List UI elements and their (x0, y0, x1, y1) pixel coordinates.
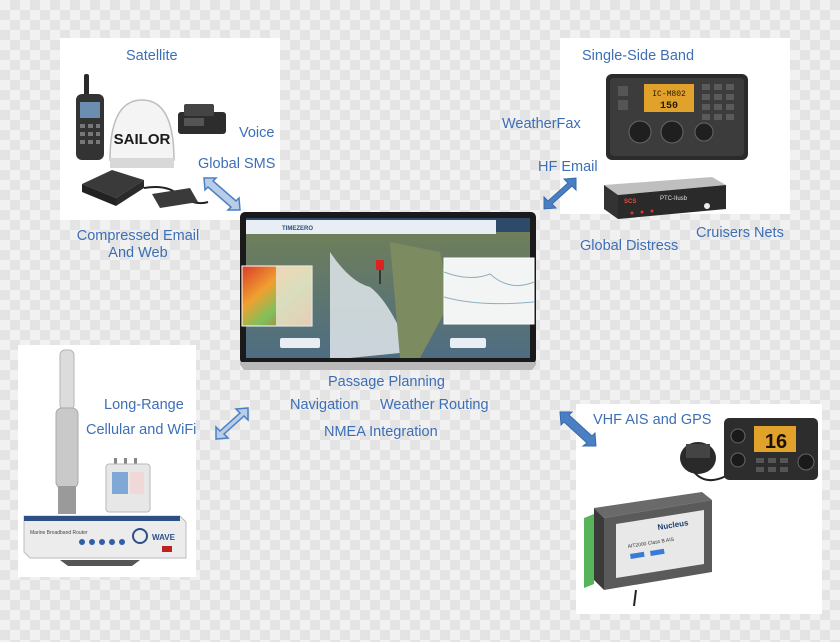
ssb-display-line2: 150 (660, 101, 678, 112)
modem-model: PTC-IIusb (660, 196, 688, 202)
label-weatherfax: WeatherFax (502, 116, 581, 132)
vhf-radio-icon: 16 (680, 418, 818, 482)
router-brand: WAVE (152, 533, 176, 542)
label-compressed-email-line2: And Web (108, 245, 168, 261)
modem-brand: SCS (624, 199, 636, 205)
ssb-radio-icon: IC-M802 150 (606, 74, 748, 160)
cellular-link-arrow (215, 407, 249, 440)
label-hf-email: HF Email (538, 159, 598, 175)
label-global-distress: Global Distress (580, 238, 679, 254)
router-model: Marine Broadband Router (30, 530, 88, 536)
label-nmea-integration: NMEA Integration (324, 424, 438, 440)
label-vhf-ais-gps: VHF AIS and GPS (593, 412, 712, 428)
label-single-side-band: Single-Side Band (582, 48, 695, 64)
wifi-extender-icon (105, 458, 151, 513)
label-long-range: Long-Range (104, 397, 184, 413)
label-voice: Voice (239, 125, 275, 141)
label-global-sms: Global SMS (198, 156, 276, 172)
ais-transponder-icon: Nucleus AIT2000 Class B AIS (584, 492, 712, 607)
label-cellular-wifi: Cellular and WiFi (86, 422, 197, 438)
label-compressed-email: Compressed Email And Web (70, 228, 206, 262)
sailor-dome-icon: SAILOR (109, 99, 175, 168)
label-compressed-email-line1: Compressed Email (76, 228, 200, 244)
marine-router-icon: Marine Broadband Router WAVE (23, 515, 187, 566)
cellular-antenna-icon (55, 349, 79, 514)
label-weather-routing: Weather Routing (380, 397, 489, 413)
pactor-modem-icon: SCS PTC-IIusb (604, 177, 726, 219)
satellite-phone-icon (76, 74, 104, 160)
hf-email-link-arrow (543, 177, 577, 210)
sailor-brand: SAILOR (114, 131, 171, 148)
label-satellite: Satellite (126, 48, 178, 64)
satellite-link-arrow (203, 177, 241, 211)
ssb-display-line1: IC-M802 (652, 90, 686, 99)
label-passage-planning: Passage Planning (328, 374, 445, 390)
label-cruisers-nets: Cruisers Nets (696, 225, 784, 241)
laptop-chartplotter-icon: TIMEZERO (240, 212, 536, 370)
satellite-terminal-icon (178, 104, 226, 134)
label-navigation: Navigation (290, 397, 359, 413)
vhf-channel-display: 16 (765, 431, 787, 453)
satellite-transceiver-icon (82, 170, 209, 208)
vhf-link-arrow (559, 411, 597, 447)
laptop-app-title: TIMEZERO (282, 226, 313, 232)
